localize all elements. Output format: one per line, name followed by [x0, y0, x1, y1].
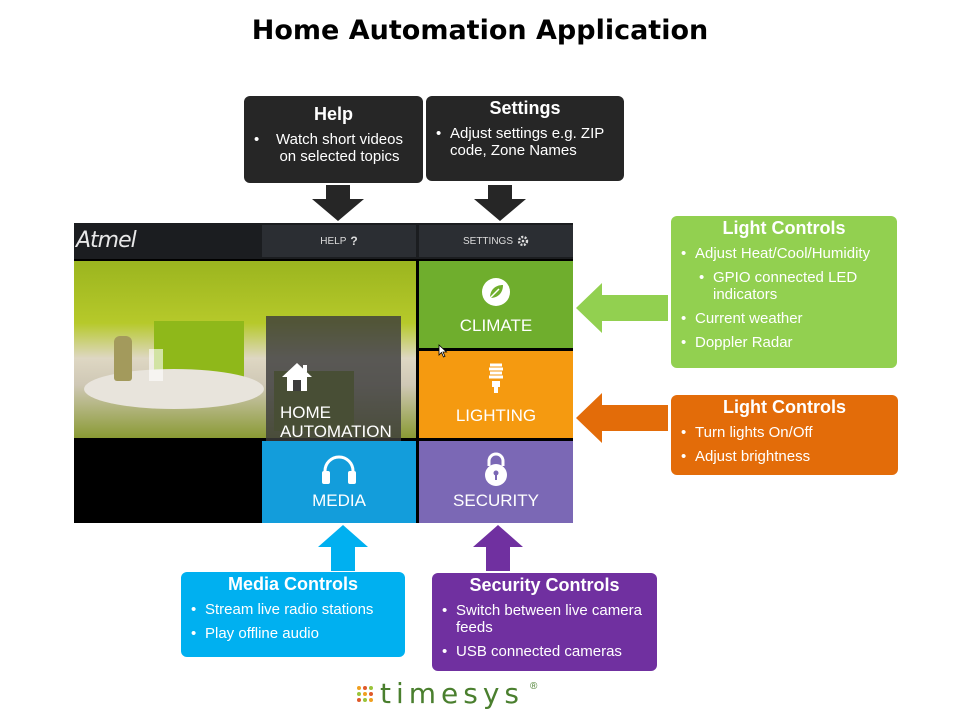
headphones-icon: [322, 455, 356, 484]
timesys-dots-icon: [357, 685, 373, 702]
lighting-label: LIGHTING: [455, 406, 537, 425]
climate-callout-item: Current weather: [681, 310, 887, 327]
lighting-callout: Light Controls Turn lights On/Off Adjust…: [671, 395, 898, 475]
security-callout-item: USB connected cameras: [442, 643, 647, 660]
timesys-logo: timesys ®: [356, 677, 537, 710]
timesys-wordmark: timesys: [380, 677, 525, 710]
lighting-callout-title: Light Controls: [723, 397, 846, 417]
registered-mark: ®: [530, 681, 538, 692]
media-callout: Media Controls Stream live radio station…: [181, 572, 405, 657]
climate-callout-title: Light Controls: [722, 218, 846, 238]
home-label-line1: HOME: [280, 403, 331, 422]
security-callout-item: Switch between live camera feeds: [442, 602, 647, 636]
media-up-arrow: [318, 525, 368, 571]
settings-button-label: SETTINGS: [462, 235, 513, 247]
gear-icon: [517, 235, 529, 247]
settings-callout-item: Adjust settings e.g. ZIP code, Zone Name…: [436, 125, 614, 159]
padlock-icon: [485, 452, 507, 486]
settings-callout: Settings Adjust settings e.g. ZIP code, …: [426, 96, 624, 181]
security-tile[interactable]: SECURITY: [419, 441, 573, 523]
home-automation-tile[interactable]: HOME AUTOMATION: [266, 316, 401, 451]
help-callout: Help Watch short videos on selected topi…: [244, 96, 423, 183]
lighting-left-arrow: [576, 393, 668, 443]
climate-callout-subitem: GPIO connected LED indicators: [699, 269, 887, 303]
help-callout-item: Watch short videos on selected topics: [254, 131, 413, 165]
mouse-cursor-icon: [438, 344, 448, 358]
media-label: MEDIA: [312, 491, 366, 510]
app-screenshot: Atmel HELP ? SETTINGS HOME AUTOMATION: [74, 223, 573, 523]
help-icon: ?: [350, 234, 358, 248]
page-title: Home Automation Application: [251, 15, 709, 46]
climate-label: CLIMATE: [459, 316, 533, 335]
lighting-callout-item: Adjust brightness: [681, 448, 888, 465]
atmel-logo: Atmel: [76, 228, 137, 253]
home-label-line2: AUTOMATION: [280, 422, 392, 441]
security-label: SECURITY: [453, 491, 539, 510]
media-tile[interactable]: MEDIA: [262, 441, 416, 523]
climate-callout-item: Doppler Radar: [681, 334, 887, 351]
media-callout-item: Stream live radio stations: [191, 601, 395, 618]
lighting-callout-item: Turn lights On/Off: [681, 424, 888, 441]
settings-down-arrow: [474, 185, 526, 221]
top-bar: Atmel HELP ? SETTINGS: [74, 223, 573, 259]
settings-button[interactable]: SETTINGS: [419, 225, 573, 257]
help-down-arrow: [312, 185, 364, 221]
media-callout-title: Media Controls: [227, 574, 358, 594]
settings-callout-title: Settings: [489, 98, 561, 118]
climate-callout: Light Controls Adjust Heat/Cool/Humidity…: [671, 216, 897, 368]
leaf-icon: [482, 278, 510, 306]
house-icon: [282, 363, 312, 391]
media-callout-item: Play offline audio: [191, 625, 395, 642]
help-callout-title: Help: [313, 104, 353, 124]
help-button[interactable]: HELP ?: [262, 225, 416, 257]
climate-callout-item: Adjust Heat/Cool/Humidity: [681, 245, 887, 262]
help-button-label: HELP: [320, 235, 347, 247]
security-callout: Security Controls Switch between live ca…: [432, 573, 657, 671]
lighting-tile[interactable]: LIGHTING: [419, 351, 573, 438]
climate-tile[interactable]: CLIMATE: [419, 261, 573, 348]
kitchen-photo: HOME AUTOMATION: [74, 261, 416, 451]
security-up-arrow: [473, 525, 523, 571]
climate-left-arrow: [576, 283, 668, 333]
security-callout-title: Security Controls: [469, 575, 620, 595]
bulb-icon: [489, 363, 503, 393]
